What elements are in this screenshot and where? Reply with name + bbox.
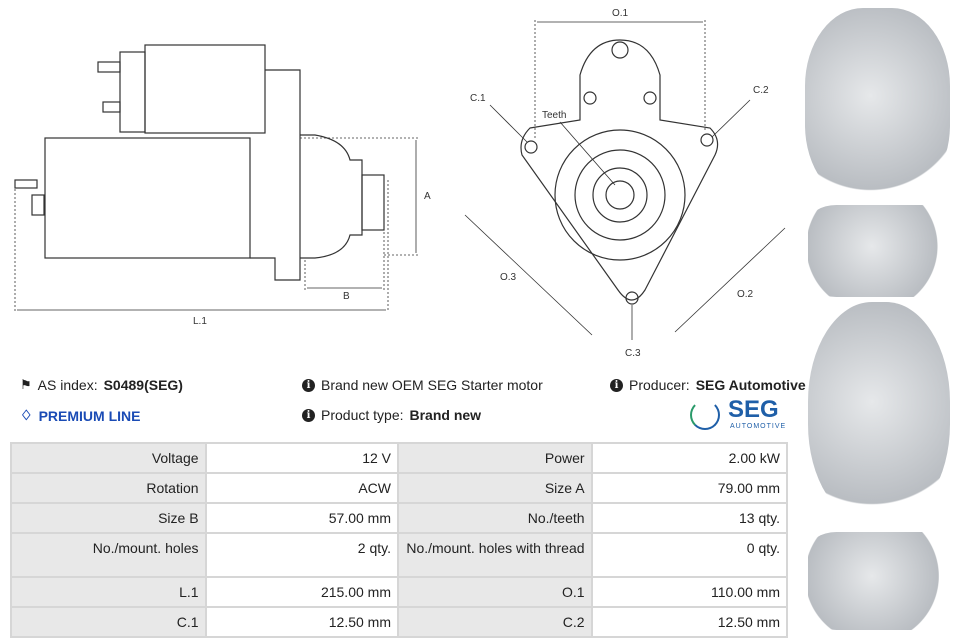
spec-label: C.2 <box>397 606 593 638</box>
label-l1: L.1 <box>193 316 207 327</box>
front-view-drawing <box>520 39 719 305</box>
label-teeth: Teeth <box>542 110 566 121</box>
logo-subtext: AUTOMOTIVE <box>730 423 787 430</box>
spec-label: Size A <box>397 472 593 504</box>
spec-value: 79.00 mm <box>590 472 789 504</box>
label-b: B <box>343 291 350 302</box>
spec-label: Power <box>397 442 593 474</box>
logo-ring-icon <box>690 400 720 430</box>
producer: i Producer: SEG Automotive <box>610 377 806 393</box>
product-type-label: Product type: <box>321 407 404 423</box>
spec-label: No./mount. holes <box>10 532 207 578</box>
label-o2: O.2 <box>737 289 754 300</box>
spec-label: O.1 <box>397 576 593 608</box>
technical-drawing: A B L.1 O.1 O.3 O.2 C.1 C.2 C.3 Teeth <box>14 8 786 359</box>
spec-value: 110.00 mm <box>590 576 789 608</box>
description: i Brand new OEM SEG Starter motor <box>302 377 543 393</box>
premium-line-badge[interactable]: ♢ PREMIUM LINE <box>20 407 140 424</box>
spec-label: Rotation <box>10 472 207 504</box>
product-type-value: Brand new <box>409 407 482 423</box>
spec-value: 2.00 kW <box>590 442 789 474</box>
label-c3: C.3 <box>625 348 641 359</box>
spec-value: 2 qty. <box>204 532 400 578</box>
producer-label: Producer: <box>629 377 690 393</box>
spec-label: No./teeth <box>397 502 593 534</box>
as-index-label: AS index: <box>37 377 98 393</box>
spec-value: 12.50 mm <box>590 606 789 638</box>
spec-value: ACW <box>204 472 400 504</box>
seg-logo: SEG AUTOMOTIVE <box>690 396 790 432</box>
product-photo-side-2[interactable] <box>808 532 950 630</box>
product-type: i Product type: Brand new <box>302 407 481 423</box>
spec-label: L.1 <box>10 576 207 608</box>
spec-value: 57.00 mm <box>204 502 400 534</box>
producer-value: SEG Automotive <box>695 377 806 393</box>
side-view-drawing <box>14 44 385 281</box>
info-icon: i <box>610 378 623 392</box>
diamond-icon: ♢ <box>20 407 33 423</box>
product-photo-rear[interactable] <box>808 302 950 524</box>
info-icon: i <box>302 408 315 422</box>
spec-value: 215.00 mm <box>204 576 400 608</box>
spec-value: 0 qty. <box>590 532 789 578</box>
info-icon: i <box>302 378 315 392</box>
spec-label: No./mount. holes with thread <box>397 532 593 578</box>
label-c2: C.2 <box>753 85 769 96</box>
as-index-value: S0489(SEG) <box>103 377 183 393</box>
spec-value: 13 qty. <box>590 502 789 534</box>
premium-label: PREMIUM LINE <box>38 407 141 424</box>
label-o1: O.1 <box>612 8 629 19</box>
description-text: Brand new OEM SEG Starter motor <box>321 377 543 393</box>
product-photo-side[interactable] <box>808 205 950 297</box>
logo-text: SEG <box>728 396 779 423</box>
label-c1: C.1 <box>470 93 486 104</box>
spec-value: 12.50 mm <box>204 606 400 638</box>
label-a: A <box>424 191 431 202</box>
spec-label: Voltage <box>10 442 207 474</box>
label-o3: O.3 <box>500 272 517 283</box>
as-index: ⚑ AS index: S0489(SEG) <box>20 377 183 393</box>
spec-value: 12 V <box>204 442 400 474</box>
tag-icon: ⚑ <box>20 377 32 392</box>
product-photo-front[interactable] <box>805 8 950 203</box>
spec-label: Size B <box>10 502 207 534</box>
spec-label: C.1 <box>10 606 207 638</box>
